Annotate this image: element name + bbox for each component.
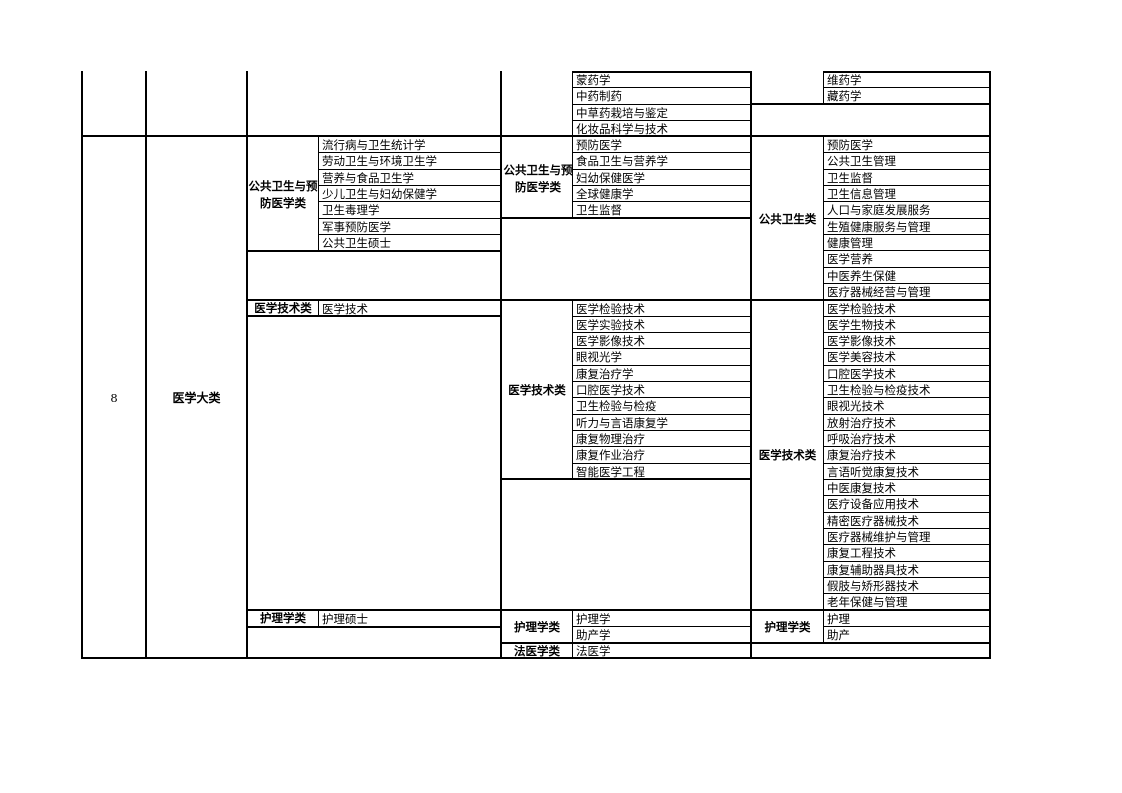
list-item: 康复工程技术 [827,546,896,560]
category-label: 公共卫生与预防医学类 [503,163,573,194]
list-item: 老年保健与管理 [827,595,908,609]
category-label: 护理学类 [260,611,306,625]
list-item: 医学检验技术 [576,302,645,316]
list-item: 预防医学 [576,138,622,152]
list-item: 康复物理治疗 [576,432,645,446]
list-item: 智能医学工程 [576,465,645,479]
list-item: 眼视光技术 [827,399,885,413]
list-item: 卫生监督 [576,203,622,217]
list-item: 公共卫生硕士 [322,236,391,250]
list-item: 卫生检验与检疫 [576,399,657,413]
list-item: 医学影像技术 [827,334,896,348]
list-item: 康复辅助器具技术 [827,563,919,577]
list-item: 劳动卫生与环境卫生学 [322,154,437,168]
list-item: 言语听觉康复技术 [827,465,919,479]
list-item: 中草药栽培与鉴定 [576,106,668,120]
list-item: 生殖健康服务与管理 [827,220,931,234]
list-item: 医学营养 [827,252,873,266]
list-item: 假肢与矫形器技术 [827,579,919,593]
list-item: 法医学 [576,644,611,658]
list-item: 蒙药学 [576,73,611,87]
list-item: 医学美容技术 [827,350,896,364]
list-item: 医学检验技术 [827,302,896,316]
category-label: 医学技术类 [508,383,566,397]
list-item: 藏药学 [827,89,862,103]
major-category: 医学大类 [172,391,221,405]
list-item: 食品卫生与营养学 [576,154,668,168]
category-label: 公共卫生与预防医学类 [248,179,318,210]
list-item: 护理硕士 [322,612,368,626]
list-item: 呼吸治疗技术 [827,432,896,446]
list-item: 公共卫生管理 [827,154,896,168]
list-item: 军事预防医学 [322,220,391,234]
list-item: 康复作业治疗 [576,448,645,462]
list-item: 医疗设备应用技术 [827,497,919,511]
list-item: 医学技术 [322,302,368,316]
category-label: 法医学类 [514,644,560,658]
list-item: 医疗器械维护与管理 [827,530,931,544]
list-item: 护理 [827,612,850,626]
list-item: 流行病与卫生统计学 [322,138,426,152]
list-item: 维药学 [827,73,862,87]
list-item: 眼视光学 [576,350,622,364]
list-item: 卫生信息管理 [827,187,896,201]
list-item: 助产 [827,628,850,642]
list-item: 全球健康学 [576,187,634,201]
list-item: 听力与言语康复学 [576,416,668,430]
category-label: 医学技术类 [254,301,312,315]
list-item: 中医康复技术 [827,481,896,495]
list-item: 助产学 [576,628,611,642]
list-item: 中医养生保健 [827,269,896,283]
list-item: 放射治疗技术 [827,416,896,430]
category-label: 公共卫生类 [758,212,817,226]
list-item: 卫生监督 [827,171,873,185]
list-item: 康复治疗技术 [827,448,896,462]
list-item: 护理学 [576,612,611,626]
list-item: 康复治疗学 [576,367,634,381]
list-item: 人口与家庭发展服务 [827,203,931,217]
list-item: 卫生检验与检疫技术 [827,383,931,397]
list-item: 化妆品科学与技术 [576,122,668,136]
list-item: 少儿卫生与妇幼保健学 [322,187,437,201]
list-item: 口腔医学技术 [576,383,645,397]
list-item: 卫生毒理学 [322,203,380,217]
list-item: 口腔医学技术 [827,367,896,381]
list-item: 营养与食品卫生学 [322,171,414,185]
list-item: 医学实验技术 [576,318,645,332]
category-label: 护理学类 [764,620,811,634]
category-label: 医学技术类 [758,448,817,462]
list-item: 精密医疗器械技术 [827,514,919,528]
list-item: 医学影像技术 [576,334,645,348]
list-item: 医学生物技术 [827,318,896,332]
list-item: 医疗器械经营与管理 [827,285,931,299]
list-item: 健康管理 [827,236,873,250]
list-item: 预防医学 [827,138,873,152]
row-index: 8 [110,391,118,405]
category-label: 护理学类 [514,620,560,634]
list-item: 妇幼保健医学 [576,171,645,185]
list-item: 中药制药 [576,89,622,103]
